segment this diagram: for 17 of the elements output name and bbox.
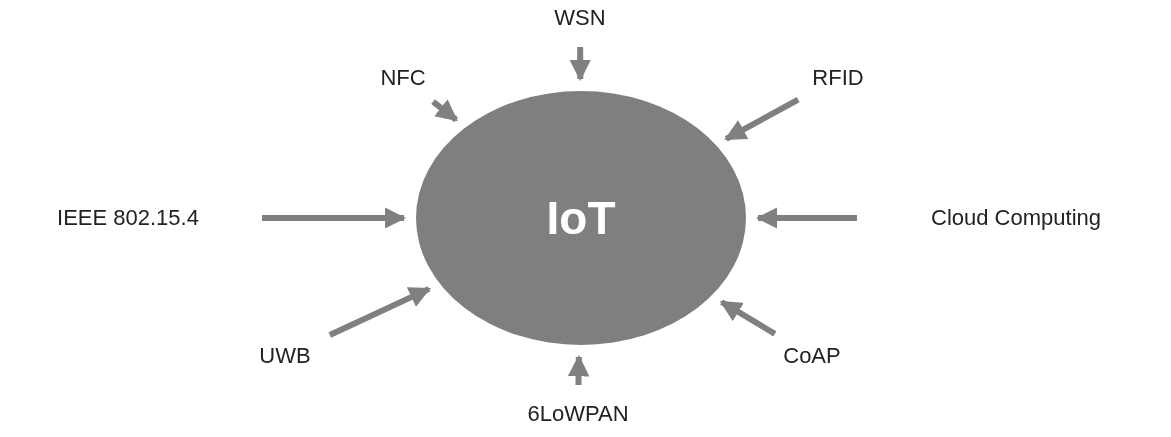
technology-label: UWB <box>259 343 311 369</box>
arrow <box>569 47 591 82</box>
technology-label: RFID <box>812 65 864 91</box>
arrow <box>567 354 590 386</box>
arrow <box>431 99 458 123</box>
technology-label: IEEE 802.15.4 <box>57 205 199 231</box>
technology-label: NFC <box>380 65 426 91</box>
arrow <box>262 207 407 229</box>
technology-label: WSN <box>554 5 606 31</box>
arrow <box>724 97 800 142</box>
technology-label: 6LoWPAN <box>527 401 629 427</box>
arrow <box>755 207 857 229</box>
technology-label: Cloud Computing <box>931 205 1101 231</box>
technology-label: CoAP <box>783 343 841 369</box>
hub-label: IoT <box>546 191 616 245</box>
arrow <box>328 286 431 338</box>
arrow <box>719 299 777 337</box>
